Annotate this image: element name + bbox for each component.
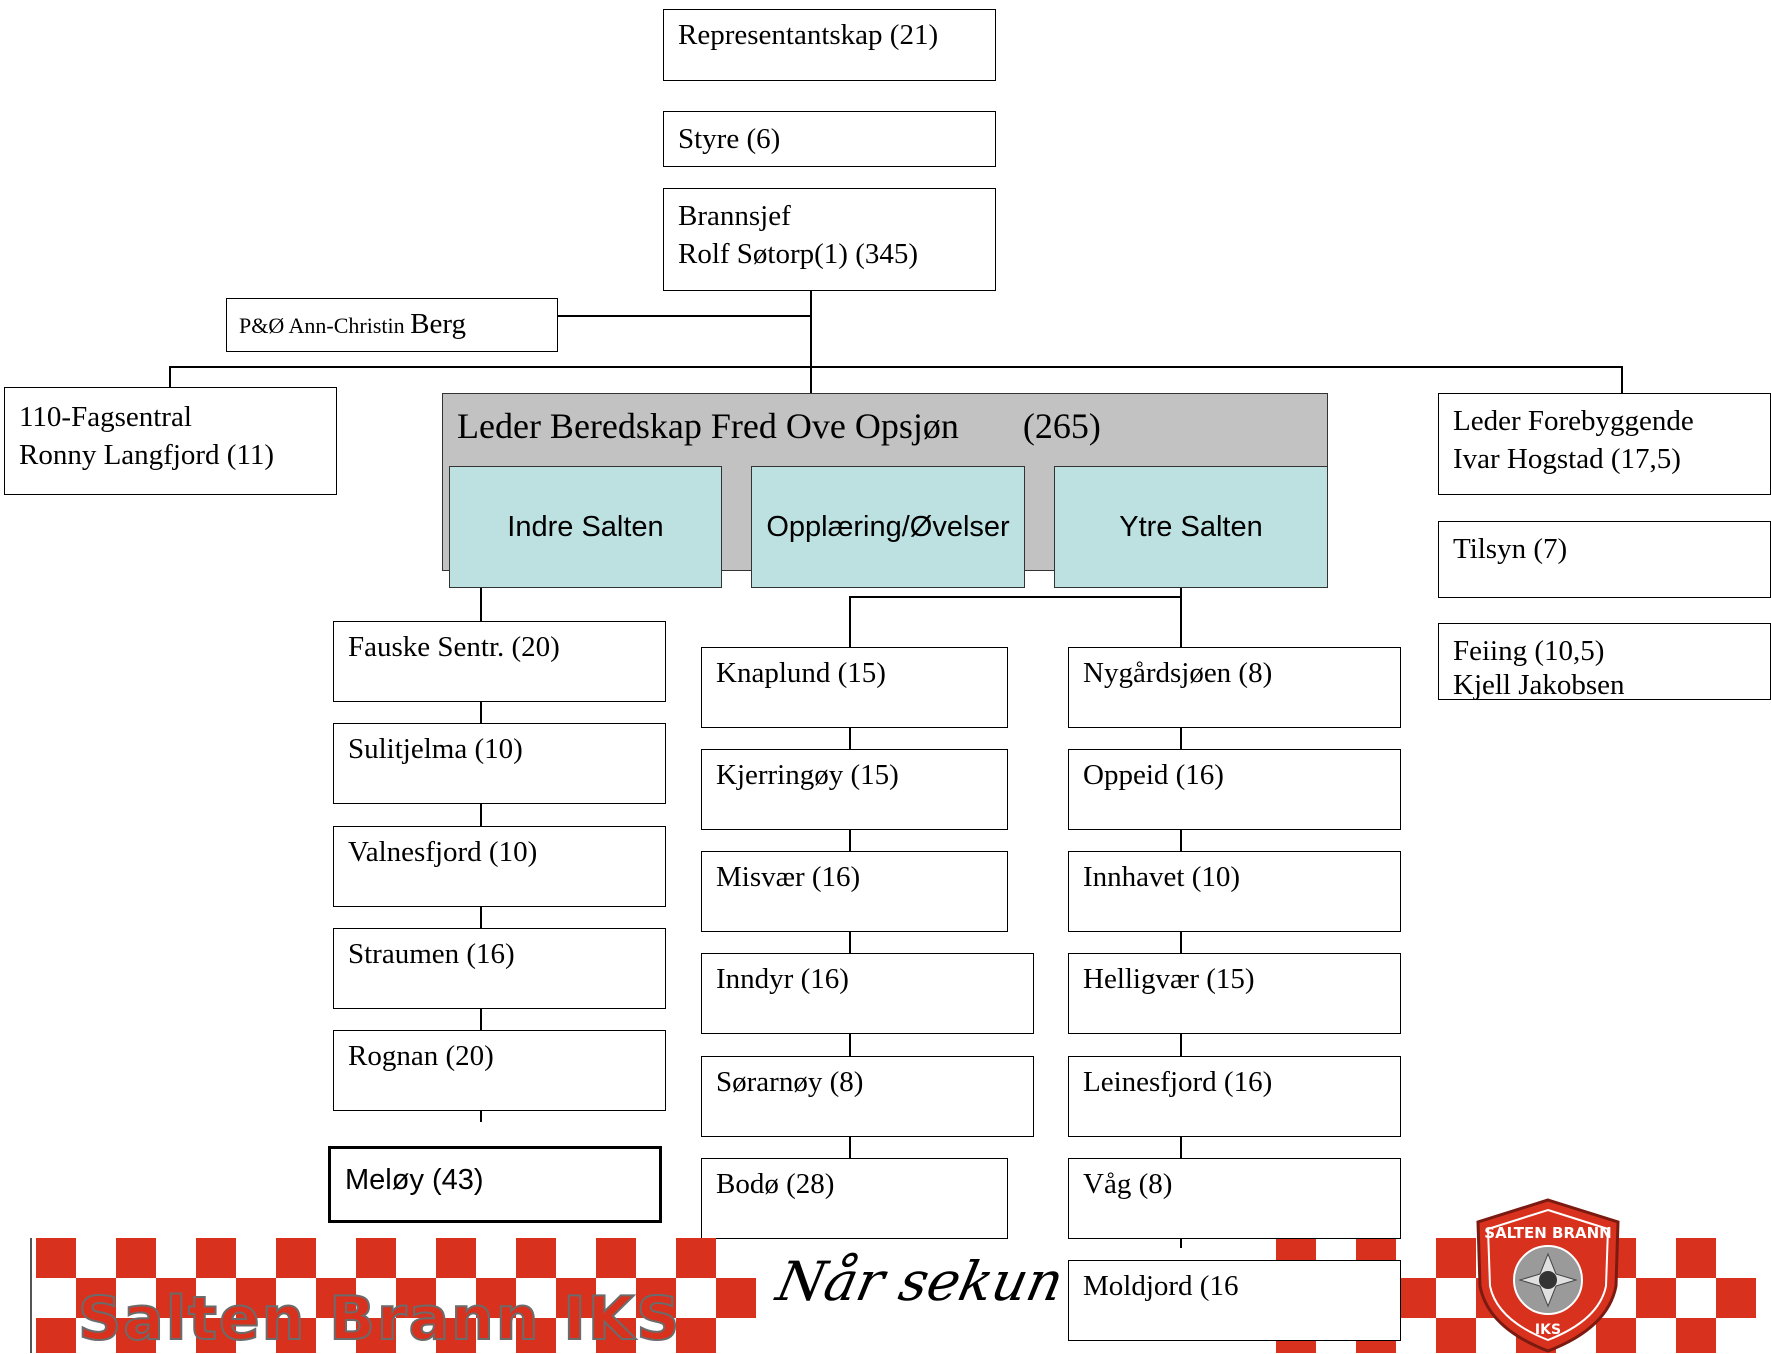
salten-brann-logo: SALTEN BRANN IKS (1476, 1198, 1620, 1353)
station-nygardsjoen: Nygårdsjøen (8) (1068, 647, 1401, 728)
station-bodo: Bodø (28) (701, 1158, 1008, 1239)
connector (849, 596, 1182, 598)
po-name: Berg (410, 308, 466, 340)
station-vag: Våg (8) (1068, 1158, 1401, 1239)
slogan-text: Når sekun (771, 1250, 1070, 1313)
station-inndyr: Inndyr (16) (701, 953, 1034, 1034)
station-helligvaer: Helligvær (15) (1068, 953, 1401, 1034)
connector (1621, 366, 1623, 394)
station-innhavet: Innhavet (10) (1068, 851, 1401, 932)
fagsentral-name: Ronny Langfjord (11) (19, 439, 275, 471)
connector (557, 315, 811, 317)
station-leinesfjord: Leinesfjord (16) (1068, 1056, 1401, 1137)
representantskap-label: Representantskap (21) (678, 19, 939, 51)
station-kjerringoy: Kjerringøy (15) (701, 749, 1008, 830)
feiing-label: Feiing (10,5) (1453, 635, 1605, 667)
station-sulitjelma: Sulitjelma (10) (333, 723, 666, 804)
styre-box: Styre (6) (663, 111, 996, 167)
connector (169, 366, 1623, 368)
unit-indre-salten: Indre Salten (449, 466, 722, 588)
feiing-box: Feiing (10,5) Kjell Jakobsen (1438, 623, 1771, 700)
station-rognan: Rognan (20) (333, 1030, 666, 1111)
station-valnesfjord: Valnesfjord (10) (333, 826, 666, 907)
po-box: P&Ø Ann-Christin Berg (226, 298, 558, 352)
po-prefix: P&Ø Ann-Christin (239, 313, 411, 338)
beredskap-title: Leder Beredskap Fred Ove Opsjøn(265) (457, 406, 1101, 446)
feiing-name: Kjell Jakobsen (1453, 669, 1625, 701)
unit-opplaering: Opplæring/Øvelser (751, 466, 1025, 588)
station-moldjord: Moldjord (16 (1068, 1260, 1401, 1341)
tilsyn-box: Tilsyn (7) (1438, 521, 1771, 598)
forebyggende-box: Leder Forebyggende Ivar Hogstad (17,5) (1438, 393, 1771, 495)
connector (810, 290, 812, 366)
fagsentral-title: 110-Fagsentral (19, 401, 192, 433)
brand-wordmark: Salten Brann IKS (77, 1283, 682, 1354)
forebyggende-title: Leder Forebyggende (1453, 405, 1694, 437)
station-oppeid: Oppeid (16) (1068, 749, 1401, 830)
connector (810, 366, 812, 394)
unit-ytre-salten: Ytre Salten (1054, 466, 1328, 588)
brannsjef-box: Brannsjef Rolf Søtorp(1) (345) (663, 188, 996, 291)
station-meloy: Meløy (43) (328, 1146, 662, 1223)
tilsyn-label: Tilsyn (7) (1453, 533, 1568, 565)
station-fauske: Fauske Sentr. (20) (333, 621, 666, 702)
station-knaplund: Knaplund (15) (701, 647, 1008, 728)
station-sorarnoy: Sørarnøy (8) (701, 1056, 1034, 1137)
beredskap-count: (265) (1022, 406, 1101, 446)
fagsentral-box: 110-Fagsentral Ronny Langfjord (11) (4, 387, 337, 495)
station-misvaer: Misvær (16) (701, 851, 1008, 932)
station-straumen: Straumen (16) (333, 928, 666, 1009)
connector (169, 366, 171, 388)
representantskap-box: Representantskap (21) (663, 9, 996, 81)
logo-iks-text: IKS (1535, 1322, 1561, 1338)
brannsjef-title: Brannsjef (678, 200, 791, 232)
logo-ring-text: SALTEN BRANN (1484, 1224, 1611, 1242)
forebyggende-name: Ivar Hogstad (17,5) (1453, 443, 1681, 475)
styre-label: Styre (6) (678, 123, 781, 155)
brannsjef-name: Rolf Søtorp(1) (345) (678, 238, 919, 270)
